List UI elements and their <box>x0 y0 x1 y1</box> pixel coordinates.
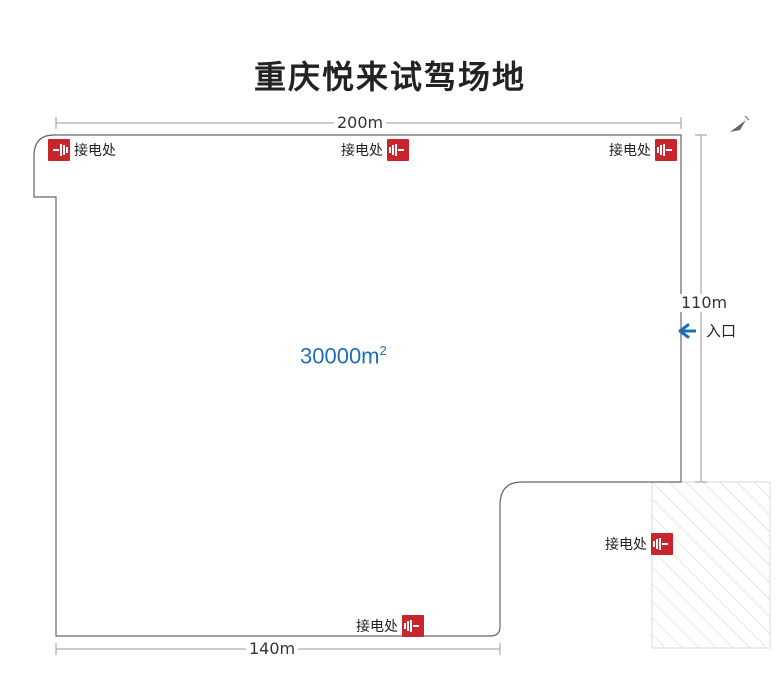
power-outlet-icon <box>387 139 409 161</box>
power-outlet-icon <box>651 533 673 555</box>
power-point-label: 接电处 <box>356 619 398 635</box>
power-point-label: 接电处 <box>605 537 647 553</box>
power-point-bottom-center: 接电处 <box>356 615 424 637</box>
dimension-label-bottom: 140m <box>246 640 299 658</box>
power-outlet-icon <box>655 139 677 161</box>
power-point-top-left: 接电处 <box>48 139 116 161</box>
power-point-top-center: 接电处 <box>341 139 409 161</box>
dimension-label-top: 200m <box>334 114 387 132</box>
area-unit-superscript: 2 <box>379 343 387 358</box>
dimension-label-right: 110m <box>678 294 731 312</box>
power-point-right-hatched: 接电处 <box>605 533 673 555</box>
power-outlet-icon <box>402 615 424 637</box>
hatched-adjacent-area <box>651 481 771 649</box>
north-arrow-icon <box>730 115 750 132</box>
power-point-label: 接电处 <box>609 143 651 159</box>
power-outlet-icon <box>48 139 70 161</box>
entrance-marker: 入口 <box>676 320 736 341</box>
power-point-label: 接电处 <box>341 143 383 159</box>
entrance-label: 入口 <box>706 322 737 340</box>
page-title: 重庆悦来试驾场地 <box>253 58 526 96</box>
power-point-top-right: 接电处 <box>609 139 677 161</box>
site-outline <box>33 134 682 637</box>
area-label: 30000m2 <box>300 343 387 369</box>
power-point-label: 接电处 <box>74 143 116 159</box>
area-value: 30000m <box>300 343 380 369</box>
arrow-left-icon <box>678 323 696 338</box>
